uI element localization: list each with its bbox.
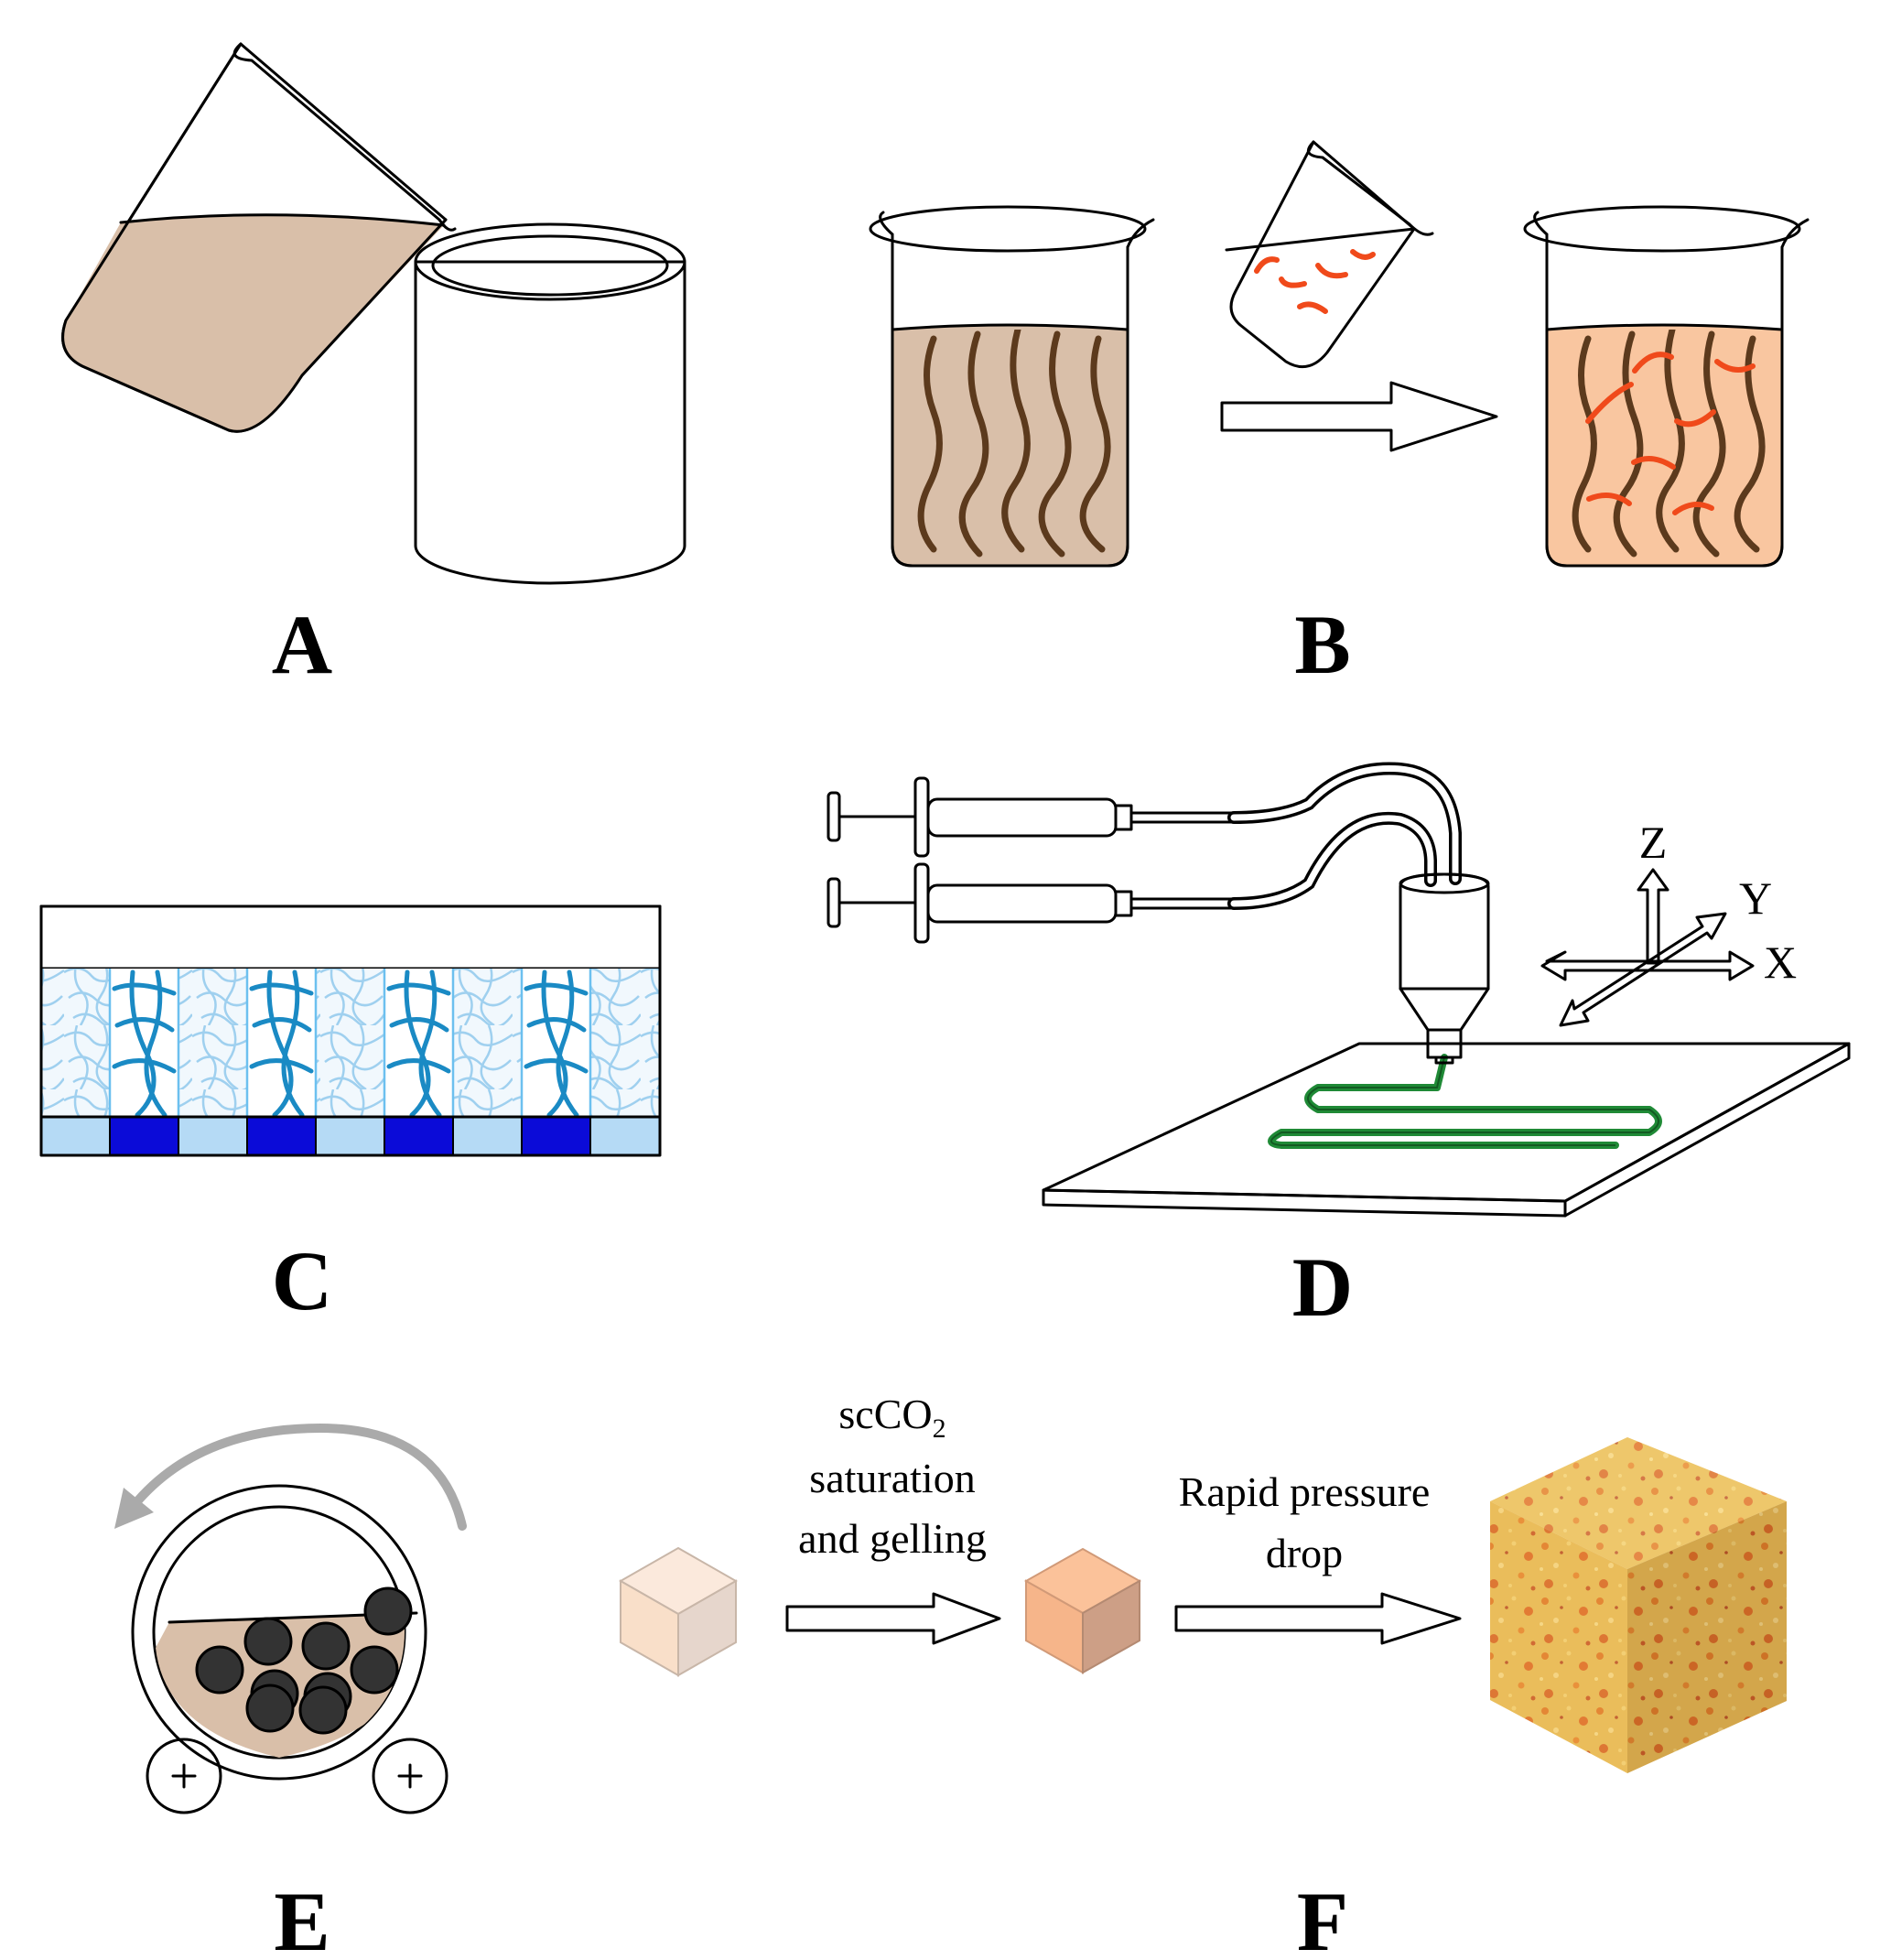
panel-b: B: [869, 140, 1810, 691]
roller-right: [372, 1738, 448, 1814]
axis-label-x: X: [1764, 937, 1797, 988]
solution-fill: [62, 214, 445, 432]
container-can: [414, 222, 686, 585]
step2-caption: Rapid pressure drop: [1179, 1468, 1431, 1576]
process-arrow-b: [1220, 381, 1498, 452]
x-axis-arrow: [1540, 950, 1755, 981]
roller-left: [146, 1738, 222, 1814]
fiber-beaker: [869, 205, 1155, 568]
panel-f: scCO2 saturation and gelling Rapid press…: [618, 1391, 1787, 1960]
z-axis-arrow: [1637, 868, 1669, 965]
panel-c: C: [39, 904, 662, 1327]
mill-beads: [195, 1586, 413, 1735]
step2-line2: drop: [1266, 1530, 1343, 1576]
step1-line1-subscript: 2: [933, 1413, 946, 1444]
panel-label-a: A: [272, 598, 332, 691]
step2-line1: Rapid pressure: [1179, 1468, 1431, 1515]
process-arrow-f1: [785, 1592, 1001, 1645]
panel-label-e: E: [274, 1875, 330, 1960]
process-arrow-f2: [1174, 1592, 1462, 1645]
crosslinked-fibers: [1572, 330, 1766, 558]
panel-label-f: F: [1297, 1875, 1348, 1960]
axis-label-z: Z: [1639, 817, 1668, 868]
panel-d: Z Y X D: [827, 762, 1851, 1334]
ice-template-columns: [41, 969, 660, 1118]
y-axis-arrow: [1559, 912, 1727, 1027]
feed-tubes: [1227, 762, 1462, 910]
rotation-arrow: [133, 1423, 467, 1531]
ball-mill: [131, 1484, 427, 1781]
step1-caption: scCO2 saturation and gelling: [798, 1391, 987, 1562]
print-plate: [1042, 1042, 1851, 1218]
step1-line2: saturation: [809, 1455, 975, 1501]
fibers: [917, 330, 1111, 558]
gel-cube-initial: [618, 1546, 739, 1677]
step1-line1: scCO2: [838, 1391, 945, 1444]
step1-line3: and gelling: [798, 1515, 987, 1562]
cold-plate: [41, 1117, 660, 1155]
crosslinker-beaker: [1225, 140, 1434, 369]
porous-foam-cube: [1490, 1437, 1787, 1773]
crosslinks: [1585, 352, 1756, 515]
syringe-yellow: [827, 862, 1236, 944]
panel-e: E: [114, 1423, 467, 1960]
axis-label-y: Y: [1739, 872, 1772, 924]
panel-label-b: B: [1294, 598, 1350, 691]
syringe-blue: [827, 776, 1236, 858]
mold-top: [39, 904, 662, 970]
crosslinker-fragments: [1254, 249, 1376, 314]
panel-label-c: C: [272, 1234, 332, 1327]
gel-cube-saturated: [1023, 1547, 1142, 1674]
axes-icon: Z Y X: [1540, 817, 1797, 1027]
gel-beaker: [1523, 205, 1810, 568]
pouring-beaker: [61, 42, 457, 433]
step1-line1-text: scCO: [838, 1391, 932, 1437]
print-head: [1399, 872, 1490, 1065]
panel-label-d: D: [1292, 1240, 1353, 1334]
panel-a: A: [61, 42, 686, 691]
